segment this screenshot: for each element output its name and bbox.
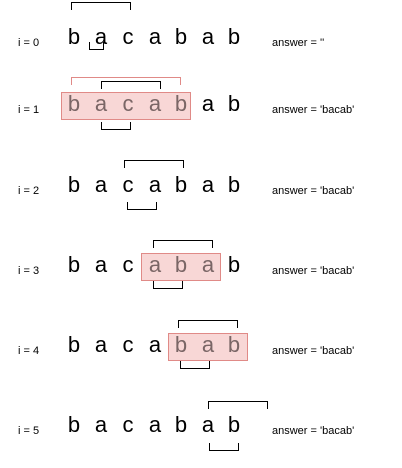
row-i4: i = 4 b a c a b a b answer = 'bacab' (0, 308, 402, 388)
letter: b (227, 24, 241, 49)
letter: a (94, 332, 108, 357)
answer-label: answer = '' (272, 37, 325, 49)
letter: b (174, 332, 188, 357)
bracket-top (124, 160, 184, 168)
letter: b (67, 332, 81, 357)
letter: a (148, 24, 162, 49)
letter: c (122, 252, 134, 277)
index-label: i = 4 (18, 345, 40, 357)
answer-label: answer = 'bacab' (272, 425, 355, 437)
bracket-bottom (153, 281, 183, 289)
letter: b (227, 172, 241, 197)
letter: a (94, 252, 108, 277)
letter: a (201, 24, 215, 49)
answer-label: answer = 'bacab' (272, 345, 355, 357)
index-label: i = 5 (18, 425, 40, 437)
letter: b (227, 91, 241, 116)
letter: b (227, 252, 241, 277)
letter: a (201, 332, 215, 357)
bracket-top (208, 401, 268, 409)
letter: a (148, 412, 162, 437)
index-label: i = 1 (18, 104, 40, 116)
letter: b (67, 172, 81, 197)
letter: a (94, 24, 108, 49)
letter: b (227, 412, 241, 437)
letter: a (148, 332, 162, 357)
letter: a (94, 412, 108, 437)
letter: b (174, 252, 188, 277)
index-label: i = 0 (18, 37, 40, 49)
row-i0: i = 0 b a c a b a b answer = '' (0, 0, 402, 80)
letter: b (67, 91, 81, 116)
letter: b (174, 412, 188, 437)
letter: b (174, 172, 188, 197)
bracket-bottom (209, 443, 239, 451)
row-i3: i = 3 b a c a b a b answer = 'bacab' (0, 228, 402, 308)
row-i1: i = 1 b a c a b a b answer = 'bacab' (0, 67, 402, 147)
letter: c (122, 24, 134, 49)
index-label: i = 2 (18, 185, 40, 197)
letter: b (67, 24, 81, 49)
bracket-bottom (89, 42, 104, 50)
bracket-top (101, 81, 161, 89)
letter: c (122, 412, 134, 437)
letter: a (201, 91, 215, 116)
letter: a (94, 172, 108, 197)
letter: a (201, 412, 215, 437)
answer-highlight (141, 253, 221, 281)
letter: b (227, 332, 241, 357)
row-i5: i = 5 b a c a b a b answer = 'bacab' (0, 388, 402, 468)
bracket-bottom (101, 122, 131, 130)
bracket-top-outer (71, 77, 181, 85)
letter: a (148, 252, 162, 277)
answer-highlight (61, 92, 191, 120)
bracket-bottom (180, 361, 210, 369)
answer-label: answer = 'bacab' (272, 265, 355, 277)
letter: c (122, 172, 134, 197)
bracket-top (71, 2, 131, 10)
bracket-top (153, 240, 213, 248)
letter: a (148, 172, 162, 197)
letter: b (174, 24, 188, 49)
letter: b (67, 252, 81, 277)
bracket-top (178, 320, 238, 328)
letter: a (148, 91, 162, 116)
letter: a (94, 91, 108, 116)
letter: a (201, 172, 215, 197)
letter: c (122, 332, 134, 357)
index-label: i = 3 (18, 265, 40, 277)
bracket-bottom (127, 202, 157, 210)
answer-highlight (168, 333, 248, 361)
letter: b (67, 412, 81, 437)
row-i2: i = 2 b a c a b a b answer = 'bacab' (0, 148, 402, 228)
answer-label: answer = 'bacab' (272, 185, 355, 197)
letter: a (201, 252, 215, 277)
letter: b (174, 91, 188, 116)
answer-label: answer = 'bacab' (272, 104, 355, 116)
letter: c (122, 91, 134, 116)
